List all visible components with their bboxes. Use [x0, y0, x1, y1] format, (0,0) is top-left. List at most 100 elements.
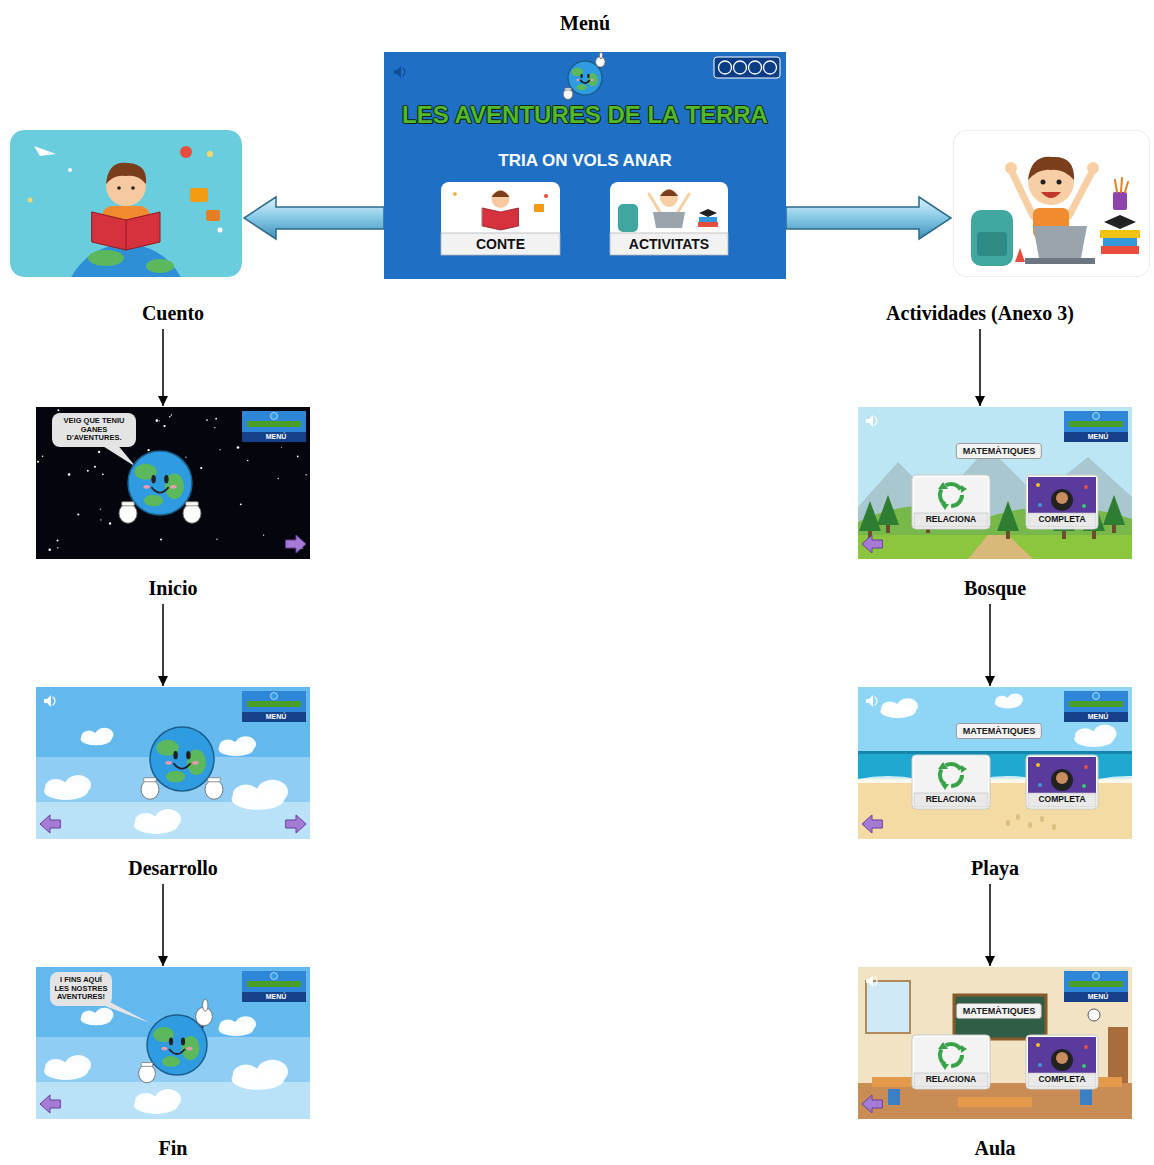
label-strip: [441, 233, 560, 255]
star: [57, 409, 59, 411]
screen: [36, 967, 310, 1119]
menu-logo: [1064, 691, 1128, 722]
tile: [1026, 755, 1098, 809]
subject-heading: MATEMÀTIQUES: [956, 443, 1042, 459]
glove: [563, 89, 573, 99]
star: [160, 539, 162, 541]
recycle-head: [961, 1045, 967, 1053]
star: [163, 425, 165, 427]
activities-button: [610, 182, 728, 255]
sparkle: [1084, 485, 1088, 489]
label-strip: [610, 233, 728, 255]
eye: [587, 74, 589, 78]
rocket: [1015, 248, 1025, 262]
tile-face: [914, 477, 988, 513]
tile-face: [914, 1037, 988, 1073]
star: [156, 419, 159, 422]
footprint: [1028, 822, 1032, 828]
cloud-part: [1075, 728, 1095, 742]
cloud-part: [155, 1089, 181, 1109]
recycle-head: [938, 1042, 948, 1049]
cloud-part: [235, 1016, 256, 1032]
cloud-part: [1093, 725, 1116, 743]
speech-bubble: VEIG QUE TENIU GANES D'AVENTURES.: [52, 413, 136, 447]
tree-trunk: [886, 525, 890, 533]
speaker-body: [44, 695, 51, 707]
cheek: [143, 485, 149, 489]
eye: [131, 186, 135, 190]
path: [968, 535, 1033, 559]
nav-arrow: [862, 1095, 882, 1113]
tile: [912, 475, 990, 529]
screen: [36, 687, 310, 839]
sparkle: [1082, 504, 1086, 508]
star: [207, 151, 213, 157]
screen: [858, 687, 1132, 839]
logo-globe: [1093, 413, 1100, 420]
star: [48, 548, 51, 551]
hair: [106, 163, 146, 184]
license-icon: [734, 61, 747, 74]
earth-character: [141, 727, 223, 799]
license-badge: [714, 57, 780, 78]
book-stack: [1101, 246, 1139, 254]
logo-title-mark: [247, 981, 301, 987]
pencil-cup: [1113, 192, 1127, 210]
nav-arrow: [862, 535, 882, 553]
button-label: CONTE: [476, 236, 525, 252]
star: [544, 194, 548, 198]
tile: [1026, 475, 1098, 529]
acts-illustration: [953, 130, 1150, 326]
recycle-head: [961, 485, 967, 493]
star: [147, 449, 149, 451]
screen: [10, 130, 242, 277]
face: [1056, 772, 1068, 784]
logo-menu-bar: [1064, 712, 1128, 722]
activity-screen: MENÚMATEMÀTIQUESRELACIONACOMPLETABosque: [858, 407, 1132, 601]
flying-book: [206, 210, 220, 221]
screen-caption: Menú: [560, 12, 610, 35]
star: [28, 198, 33, 203]
window: [866, 981, 910, 1033]
smile: [174, 764, 190, 769]
cloud-part: [81, 1011, 96, 1022]
nav-arrow: [862, 815, 882, 833]
screen-caption: Fin: [159, 1137, 188, 1160]
star: [68, 168, 72, 172]
menu-logo: [242, 971, 306, 1002]
head: [492, 190, 510, 208]
sparkle: [1084, 1045, 1088, 1049]
logo-ground: [1064, 691, 1128, 712]
star: [278, 478, 279, 479]
star: [263, 535, 264, 536]
eye: [1041, 180, 1046, 185]
recycle-head: [938, 762, 948, 769]
sky: [858, 687, 1132, 839]
star: [297, 456, 299, 458]
star: [87, 470, 89, 472]
speaker-body: [866, 975, 873, 987]
star: [215, 418, 217, 420]
cloud: [134, 1089, 181, 1114]
tree: [877, 495, 899, 525]
shelf: [1108, 1027, 1128, 1083]
eye: [164, 475, 168, 483]
hand: [1087, 162, 1099, 174]
logo-globe: [271, 693, 278, 700]
smile: [170, 1050, 185, 1055]
logo-title-mark: [247, 421, 301, 427]
tile: [441, 182, 560, 255]
speaker-icon: [866, 415, 877, 427]
blackboard: [954, 995, 1046, 1039]
story-button: [441, 182, 560, 255]
star: [247, 460, 249, 462]
label-strip: [914, 513, 988, 527]
star: [214, 427, 215, 428]
activities-picture: Actividades (Anexo 3): [953, 130, 1150, 326]
nav-arrow: [286, 815, 306, 833]
star: [206, 419, 208, 421]
star: [94, 466, 96, 468]
logo-menu-bar: [242, 432, 306, 442]
star: [171, 414, 172, 415]
speaker-wave: [403, 68, 405, 76]
